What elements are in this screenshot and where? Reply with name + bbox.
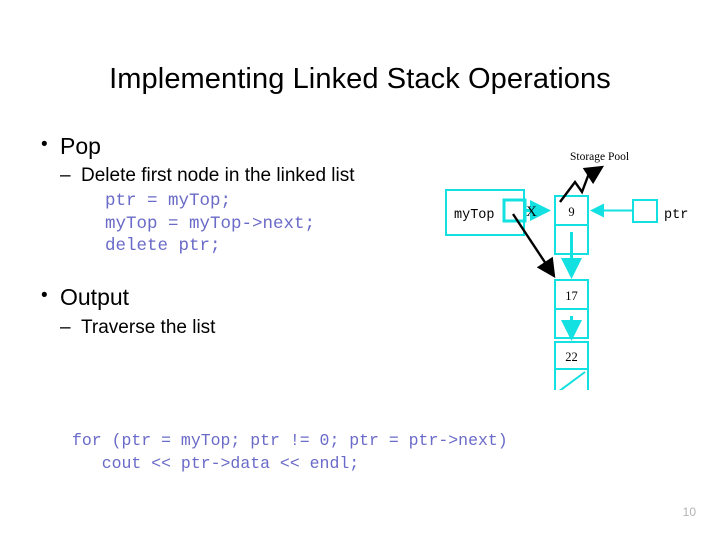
dash-marker-icon: –	[60, 316, 71, 338]
subbullet-output-traverse: – Traverse the list	[60, 317, 436, 339]
storage-pool-arrow	[559, 165, 605, 203]
node-value: 22	[565, 350, 578, 364]
code-snippet-pop: ptr = myTop; myTop = myTop->next; delete…	[105, 190, 316, 257]
bullet-pop-label: Pop	[60, 133, 101, 159]
page-title: Implementing Linked Stack Operations	[109, 63, 611, 95]
linked-stack-diagram: myTop X 9 ptr 17 22	[430, 140, 715, 390]
node-value: 17	[565, 289, 578, 303]
dash-marker-icon: –	[60, 165, 71, 187]
bullet-marker-icon: •	[41, 134, 48, 155]
crossout-x-icon: X	[526, 204, 537, 220]
ptr-box	[632, 199, 658, 223]
body-content: • Pop – Delete first node in the linked …	[36, 133, 436, 339]
storage-pool-label: Storage Pool	[570, 151, 629, 163]
bullet-output-label: Output	[60, 284, 130, 311]
node-value: 9	[568, 205, 574, 219]
node-link-cell	[554, 368, 589, 390]
bullet-output: • Output	[36, 284, 436, 310]
mytop-new-link-arrow	[511, 213, 556, 279]
subbullet-output-label: Traverse the list	[81, 316, 216, 338]
bullet-pop: • Pop	[36, 133, 436, 159]
ptr-label: ptr	[664, 208, 688, 223]
code-snippet-traverse: for (ptr = myTop; ptr != 0; ptr = ptr->n…	[72, 431, 508, 474]
bullet-marker-icon: •	[41, 285, 48, 307]
subbullet-pop-label: Delete first node in the linked list	[81, 165, 355, 187]
slide-number: 10	[682, 505, 696, 519]
null-pointer-slash-icon	[559, 371, 586, 390]
mytop-label: myTop	[454, 208, 495, 223]
subbullet-pop-delete: – Delete first node in the linked list	[60, 165, 436, 187]
